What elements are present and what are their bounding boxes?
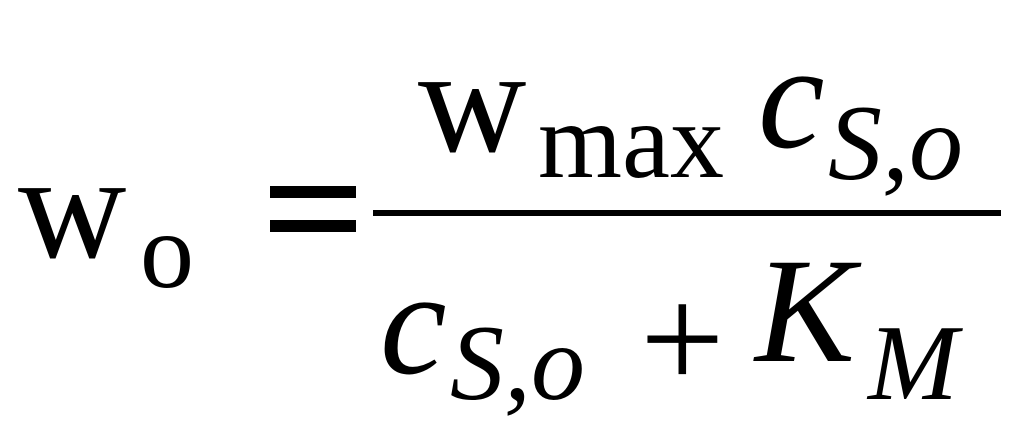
numerator-conc-symbol: c (758, 14, 825, 180)
denominator-conc-subscript: S,o (450, 304, 585, 423)
lhs-rate-symbol: w (18, 124, 127, 290)
plus-operator: + (640, 256, 725, 422)
numerator-conc-subscript: S,o (828, 84, 963, 203)
denominator-conc-symbol: c (380, 240, 447, 406)
fraction-bar (373, 210, 1001, 216)
numerator-rate-symbol: w (418, 18, 527, 184)
numerator-rate-subscript: max (538, 82, 724, 201)
equals-bar-top (270, 186, 356, 198)
constant-symbol: K (755, 228, 856, 394)
lhs-rate-subscript: o (140, 192, 194, 311)
constant-subscript: M (868, 304, 958, 423)
equals-bar-bottom (270, 220, 356, 232)
